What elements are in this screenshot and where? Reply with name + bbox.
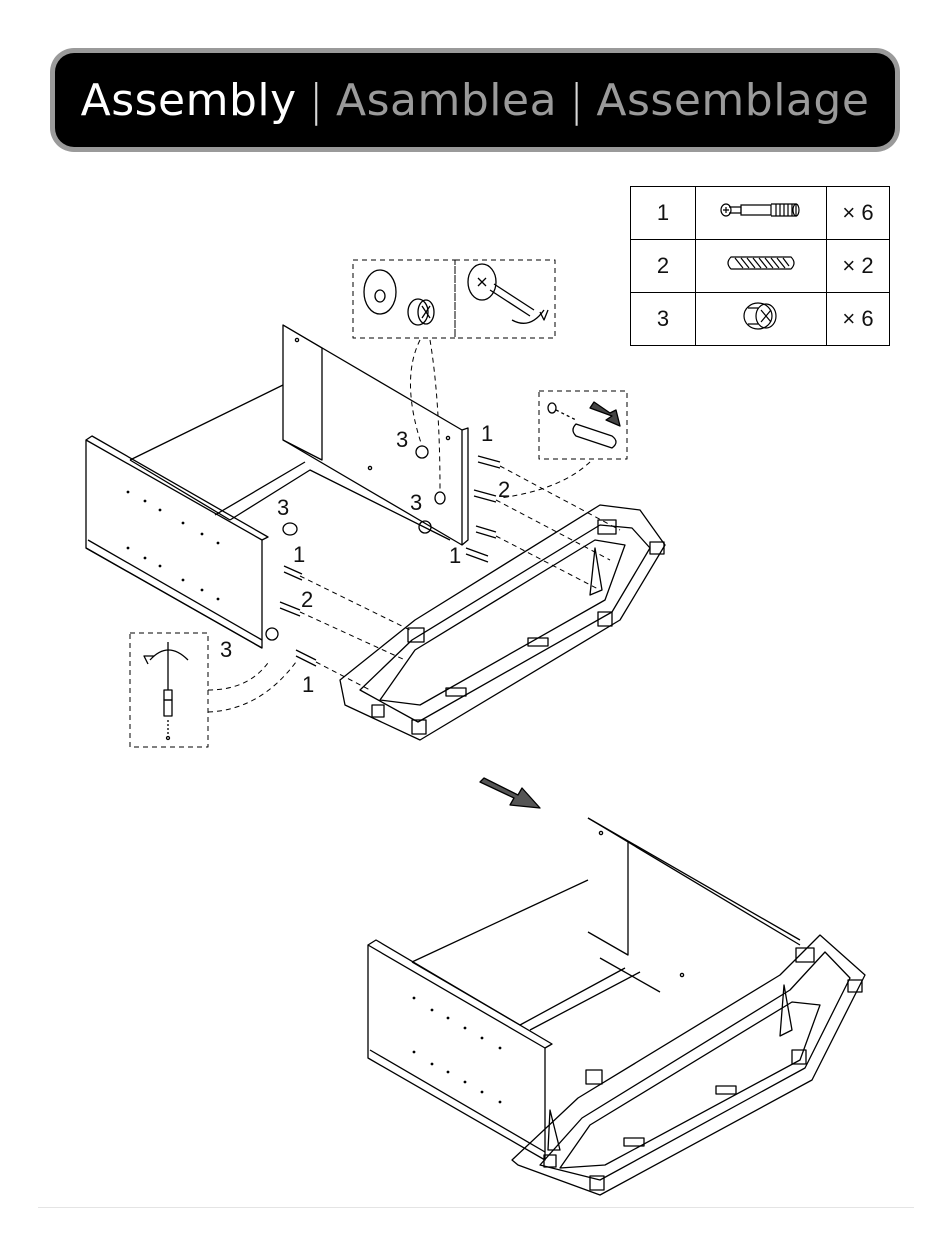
detail-screwdriver-turn: [468, 264, 548, 323]
drawer-frame: [340, 505, 665, 740]
drawer-bottom-board: [130, 385, 450, 540]
assembled-bottom-board: [412, 880, 660, 1030]
detail-bolt-screw: [144, 642, 188, 740]
callout-1: 1: [449, 543, 461, 568]
callout-3: 3: [396, 427, 408, 452]
callout-1: 1: [481, 421, 493, 446]
callout-1: 1: [302, 672, 314, 697]
callout-3: 3: [277, 495, 289, 520]
alignment-lines: [208, 340, 620, 712]
detail-cam-lock-insert: [364, 270, 434, 325]
assembled-front-panel: [368, 940, 552, 1160]
callout-2: 2: [301, 587, 313, 612]
detail-dowel-insert: [548, 402, 620, 448]
callout-3: 3: [220, 637, 232, 662]
callout-2: 2: [498, 477, 510, 502]
footer-divider: [38, 1207, 914, 1208]
step-direction-arrow: [480, 778, 540, 808]
detail-boxes: [130, 260, 627, 747]
callout-1: 1: [293, 542, 305, 567]
callout-3: 3: [410, 490, 422, 515]
front-panel: [86, 436, 268, 648]
back-panel: [283, 325, 468, 545]
assembled-back-panel: [588, 818, 800, 977]
assembled-frame: [512, 935, 865, 1195]
